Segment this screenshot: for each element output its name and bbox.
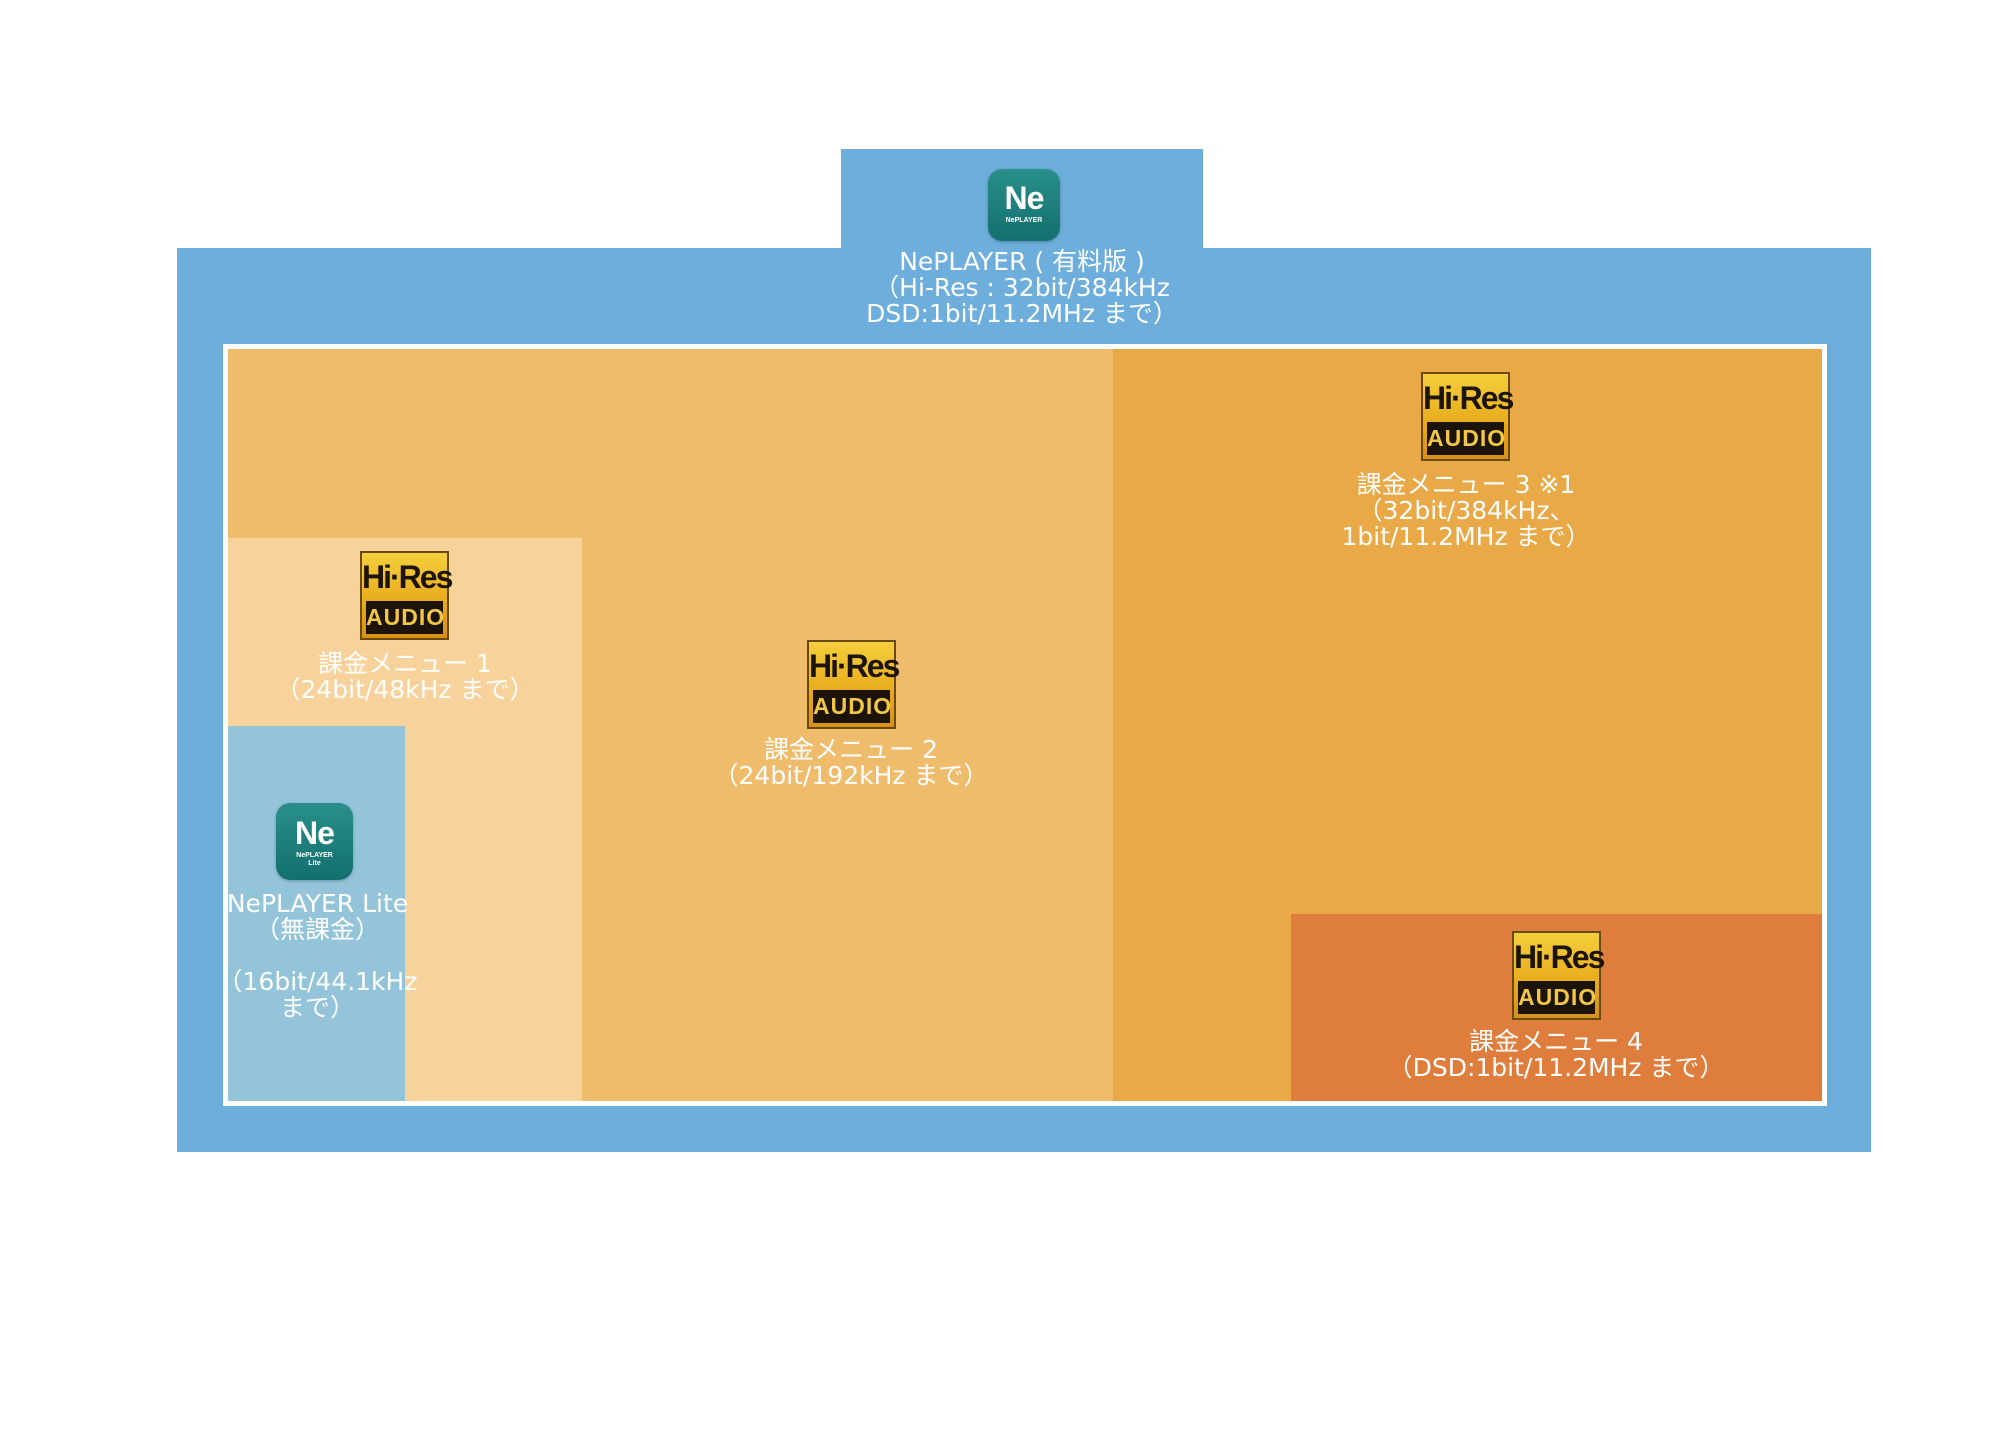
menu2-title: 課金メニュー 2 <box>764 735 938 764</box>
lite-spec-line2: まで） <box>279 993 355 1022</box>
lite-icon-subtext-line2: Lite <box>308 860 321 867</box>
lite-spec-line1: （16bit/44.1kHz <box>217 967 418 996</box>
neplayer-icon-text: Ne <box>1004 180 1045 216</box>
hires-badge-bottom: AUDIO <box>813 693 893 719</box>
hires-badge-bottom: AUDIO <box>366 604 446 630</box>
menu4-label: 課金メニュー 4 （DSD:1bit/11.2MHz まで） <box>1356 1029 1756 1081</box>
hires-audio-badge-menu1: Hi·Res AUDIO <box>360 551 453 640</box>
menu1-spec: （24bit/48kHz まで） <box>275 675 535 704</box>
lite-region <box>228 726 405 1101</box>
neplayer-label: NePLAYER ( 有料版 ) （Hi-Res : 32bit/384kHz … <box>822 249 1222 327</box>
menu2-label: 課金メニュー 2 （24bit/192kHz まで） <box>651 737 1051 789</box>
hires-audio-badge-menu3: Hi·Res AUDIO <box>1421 372 1514 461</box>
lite-icon-subtext-line1: NePLAYER <box>296 852 333 859</box>
menu1-title: 課金メニュー 1 <box>318 649 492 678</box>
neplayer-spec-line1: （Hi-Res : 32bit/384kHz <box>874 273 1170 302</box>
neplayer-spec-line2: DSD:1bit/11.2MHz まで） <box>866 299 1178 328</box>
hires-badge-top: Hi·Res <box>362 559 453 595</box>
menu3-spec-line1: （32bit/384kHz、 <box>1357 496 1575 525</box>
hires-badge-bottom: AUDIO <box>1427 425 1507 451</box>
hires-badge-top: Hi·Res <box>809 648 900 684</box>
neplayer-app-icon: Ne NePLAYER <box>988 169 1060 241</box>
hires-badge-top: Hi·Res <box>1423 380 1514 416</box>
neplayer-lite-app-icon: Ne NePLAYER Lite <box>276 803 353 880</box>
hires-badge-bottom: AUDIO <box>1518 984 1598 1010</box>
neplayer-icon-subtext: NePLAYER <box>1005 217 1043 224</box>
neplayer-title: NePLAYER ( 有料版 ) <box>899 247 1145 276</box>
hires-badge-top: Hi·Res <box>1514 939 1605 975</box>
menu1-label: 課金メニュー 1 （24bit/48kHz まで） <box>230 651 580 703</box>
hires-audio-badge-menu4: Hi·Res AUDIO <box>1512 931 1605 1020</box>
menu3-label: 課金メニュー 3 ※1 （32bit/384kHz、 1bit/11.2MHz … <box>1266 472 1666 550</box>
menu4-spec: （DSD:1bit/11.2MHz まで） <box>1387 1053 1725 1082</box>
menu3-title: 課金メニュー 3 ※1 <box>1356 470 1576 499</box>
menu3-spec-line2: 1bit/11.2MHz まで） <box>1341 522 1591 551</box>
menu2-spec: （24bit/192kHz まで） <box>713 761 989 790</box>
lite-pricing: （無課金） <box>254 915 380 944</box>
lite-title: NePLAYER Lite <box>226 889 409 918</box>
lite-label: NePLAYER Lite （無課金） （16bit/44.1kHz まで） <box>215 891 420 1021</box>
lite-icon-subtext: NePLAYER Lite <box>276 852 353 868</box>
menu4-title: 課金メニュー 4 <box>1469 1027 1643 1056</box>
lite-icon-text: Ne <box>295 815 335 851</box>
hires-audio-badge-menu2: Hi·Res AUDIO <box>807 640 900 729</box>
